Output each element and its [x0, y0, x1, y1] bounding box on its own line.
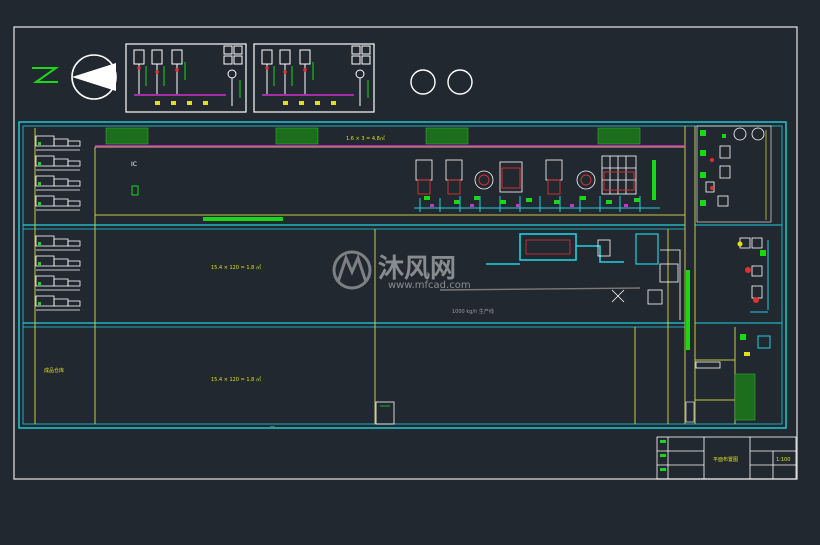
- right-equipment: [695, 125, 772, 369]
- tank-circle-1: [410, 69, 436, 95]
- area-label-upper: 15.4 × 120 = 1.8 ㎡: [211, 264, 261, 271]
- watermark-brand: 沐风网: [378, 254, 456, 284]
- left-room-label: 成品仓库: [44, 367, 64, 374]
- top-note: 1.6 × 3 = 4.8㎡: [346, 135, 385, 142]
- conveyor-bar-top: [203, 217, 283, 221]
- column-grid: [34, 126, 736, 424]
- left-equipment-markers: [38, 142, 41, 305]
- process-note: 1000 kg/h 生产线: [452, 308, 494, 315]
- title-block-name: 平面布置图: [713, 456, 738, 463]
- lower-small-room: [375, 401, 395, 425]
- title-block: [656, 436, 797, 480]
- small-mark: IC: [131, 161, 137, 168]
- title-block-fill: [660, 440, 666, 471]
- building-walls: [18, 121, 787, 429]
- bottom-axis-mark-box: [685, 401, 695, 423]
- tank-circle-2: [447, 69, 473, 95]
- watermark-logo-icon: [332, 250, 372, 290]
- small-marker-box: [131, 185, 139, 196]
- skylight-grids: [105, 127, 756, 421]
- equipment-detail-right: [253, 43, 375, 113]
- outer-border: [13, 26, 798, 480]
- conveyor-bar-vertical: [686, 270, 690, 350]
- equipment-detail-left: [125, 43, 247, 113]
- bottom-axis-mark: —: [270, 424, 275, 430]
- left-equipment-stack: [35, 135, 81, 311]
- gray-flow-path: [439, 287, 641, 291]
- process-equipment-cluster: [414, 155, 660, 212]
- packing-line: [486, 233, 681, 320]
- area-label-lower: 15.4 × 120 = 1.8 ㎡: [211, 376, 261, 383]
- title-block-scale: 1:100: [776, 457, 790, 463]
- watermark-url: www.mfcad.com: [388, 280, 471, 291]
- north-arrow-icon: [32, 54, 117, 100]
